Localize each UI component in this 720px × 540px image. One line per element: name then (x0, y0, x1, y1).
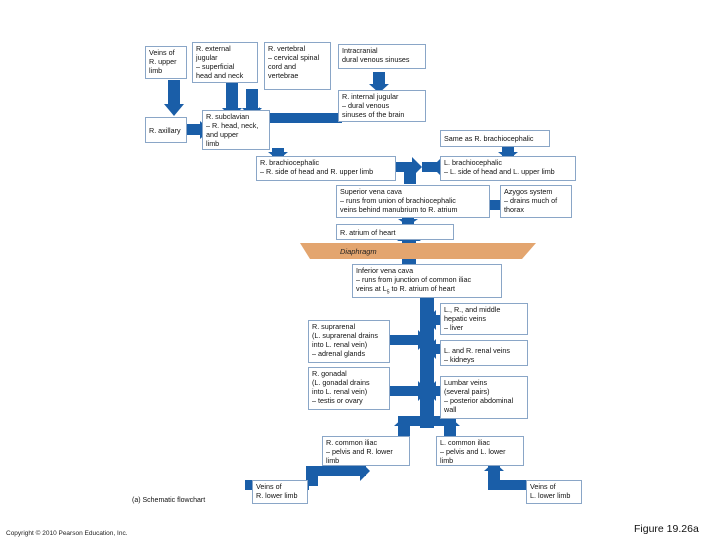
arrow-gonadal (418, 381, 428, 401)
vein-hepatic-branch (434, 315, 442, 325)
vein-azygos-join (486, 200, 500, 210)
box-r-vertebral: R. vertebral – cervical spinal cord and … (264, 42, 331, 90)
vein-int-jugular-left (258, 113, 342, 123)
diaphragm-label: Diaphragm (340, 247, 377, 256)
vein-same-as (502, 146, 514, 156)
arrow-renal (426, 339, 436, 359)
arrow-r-lower (360, 461, 370, 481)
vein-iliac-join (398, 416, 456, 426)
box-intracranial: Intracranial dural venous sinuses (338, 44, 426, 69)
box-inferior-vena-cava: Inferior vena cava – runs from junction … (352, 264, 502, 298)
vein-vertebral (246, 89, 258, 110)
arrow-suprarenal (418, 330, 428, 350)
vein-r-upper-limb (168, 80, 180, 106)
ivc-desc-2: veins at L5 to R. atrium of heart (356, 284, 456, 296)
box-hepatic-veins: L., R., and middle hepatic veins – liver (440, 303, 528, 335)
box-renal-veins: L. and R. renal veins – kidneys (440, 340, 528, 366)
diaphragm-band (300, 243, 536, 259)
vein-brachio-down (404, 172, 416, 184)
box-r-gonadal: R. gonadal (L. gonadal drains into L. re… (308, 367, 390, 410)
vein-axillary-to-subclavian (184, 124, 202, 135)
figure-label: Figure 19.26a (634, 523, 699, 535)
vein-l-brachio-join (422, 162, 440, 172)
box-r-brachiocephalic: R. brachiocephalic – R. side of head and… (256, 156, 396, 181)
box-r-common-iliac: R. common iliac – pelvis and R. lower li… (322, 436, 410, 466)
box-veins-r-upper-limb: Veins of R. upper limb (145, 46, 187, 79)
arrow-to-axillary (164, 104, 184, 116)
vein-r-lower-up (306, 466, 366, 476)
vein-r-brachio-join (394, 162, 414, 172)
box-r-internal-jugular: R. internal jugular – dural venous sinus… (338, 90, 426, 122)
ivc-desc: – runs from junction of common iliac (356, 275, 472, 284)
ivc-title: Inferior vena cava (356, 266, 414, 275)
box-azygos-system: Azygos system – drains much of thorax (500, 185, 572, 218)
box-r-subclavian: R. subclavian – R. head, neck, and upper… (202, 110, 270, 150)
box-veins-r-lower-limb: Veins of R. lower limb (252, 480, 308, 504)
vein-l-lower-side (488, 480, 530, 490)
box-r-suprarenal: R. suprarenal (L. suprarenal drains into… (308, 320, 390, 363)
arrow-intracranial (369, 84, 389, 93)
vein-gonadal-branch (390, 386, 420, 396)
box-veins-l-lower-limb: Veins of L. lower limb (526, 480, 582, 504)
figure-caption: (a) Schematic flowchart (132, 497, 206, 504)
box-l-common-iliac: L. common iliac – pelvis and L. lower li… (436, 436, 524, 466)
box-superior-vena-cava: Superior vena cava – runs from union of … (336, 185, 490, 218)
arrow-l-brachio (432, 157, 442, 177)
vein-ext-jugular (226, 80, 238, 110)
vein-suprarenal-branch (390, 335, 420, 345)
arrow-lumbar (426, 381, 436, 401)
copyright-notice: Copyright © 2010 Pearson Education, Inc. (6, 530, 128, 537)
arrow-svc (398, 219, 418, 226)
box-r-axillary: R. axillary (145, 117, 187, 143)
arrow-l-lower (484, 462, 504, 471)
arrow-hepatic (426, 310, 436, 330)
box-r-external-jugular: R. external jugular – superficial head a… (192, 42, 258, 83)
vein-renal-branch (434, 344, 442, 354)
vein-intracranial (373, 72, 385, 86)
vein-lumbar-branch (434, 386, 442, 396)
box-l-brachiocephalic: L. brachiocephalic – L. side of head and… (440, 156, 576, 181)
box-same-as-r-brachiocephalic: Same as R. brachiocephalic (440, 130, 550, 147)
box-lumbar-veins: Lumbar veins (several pairs) – posterior… (440, 376, 528, 419)
box-r-atrium: R. atrium of heart (336, 224, 454, 240)
